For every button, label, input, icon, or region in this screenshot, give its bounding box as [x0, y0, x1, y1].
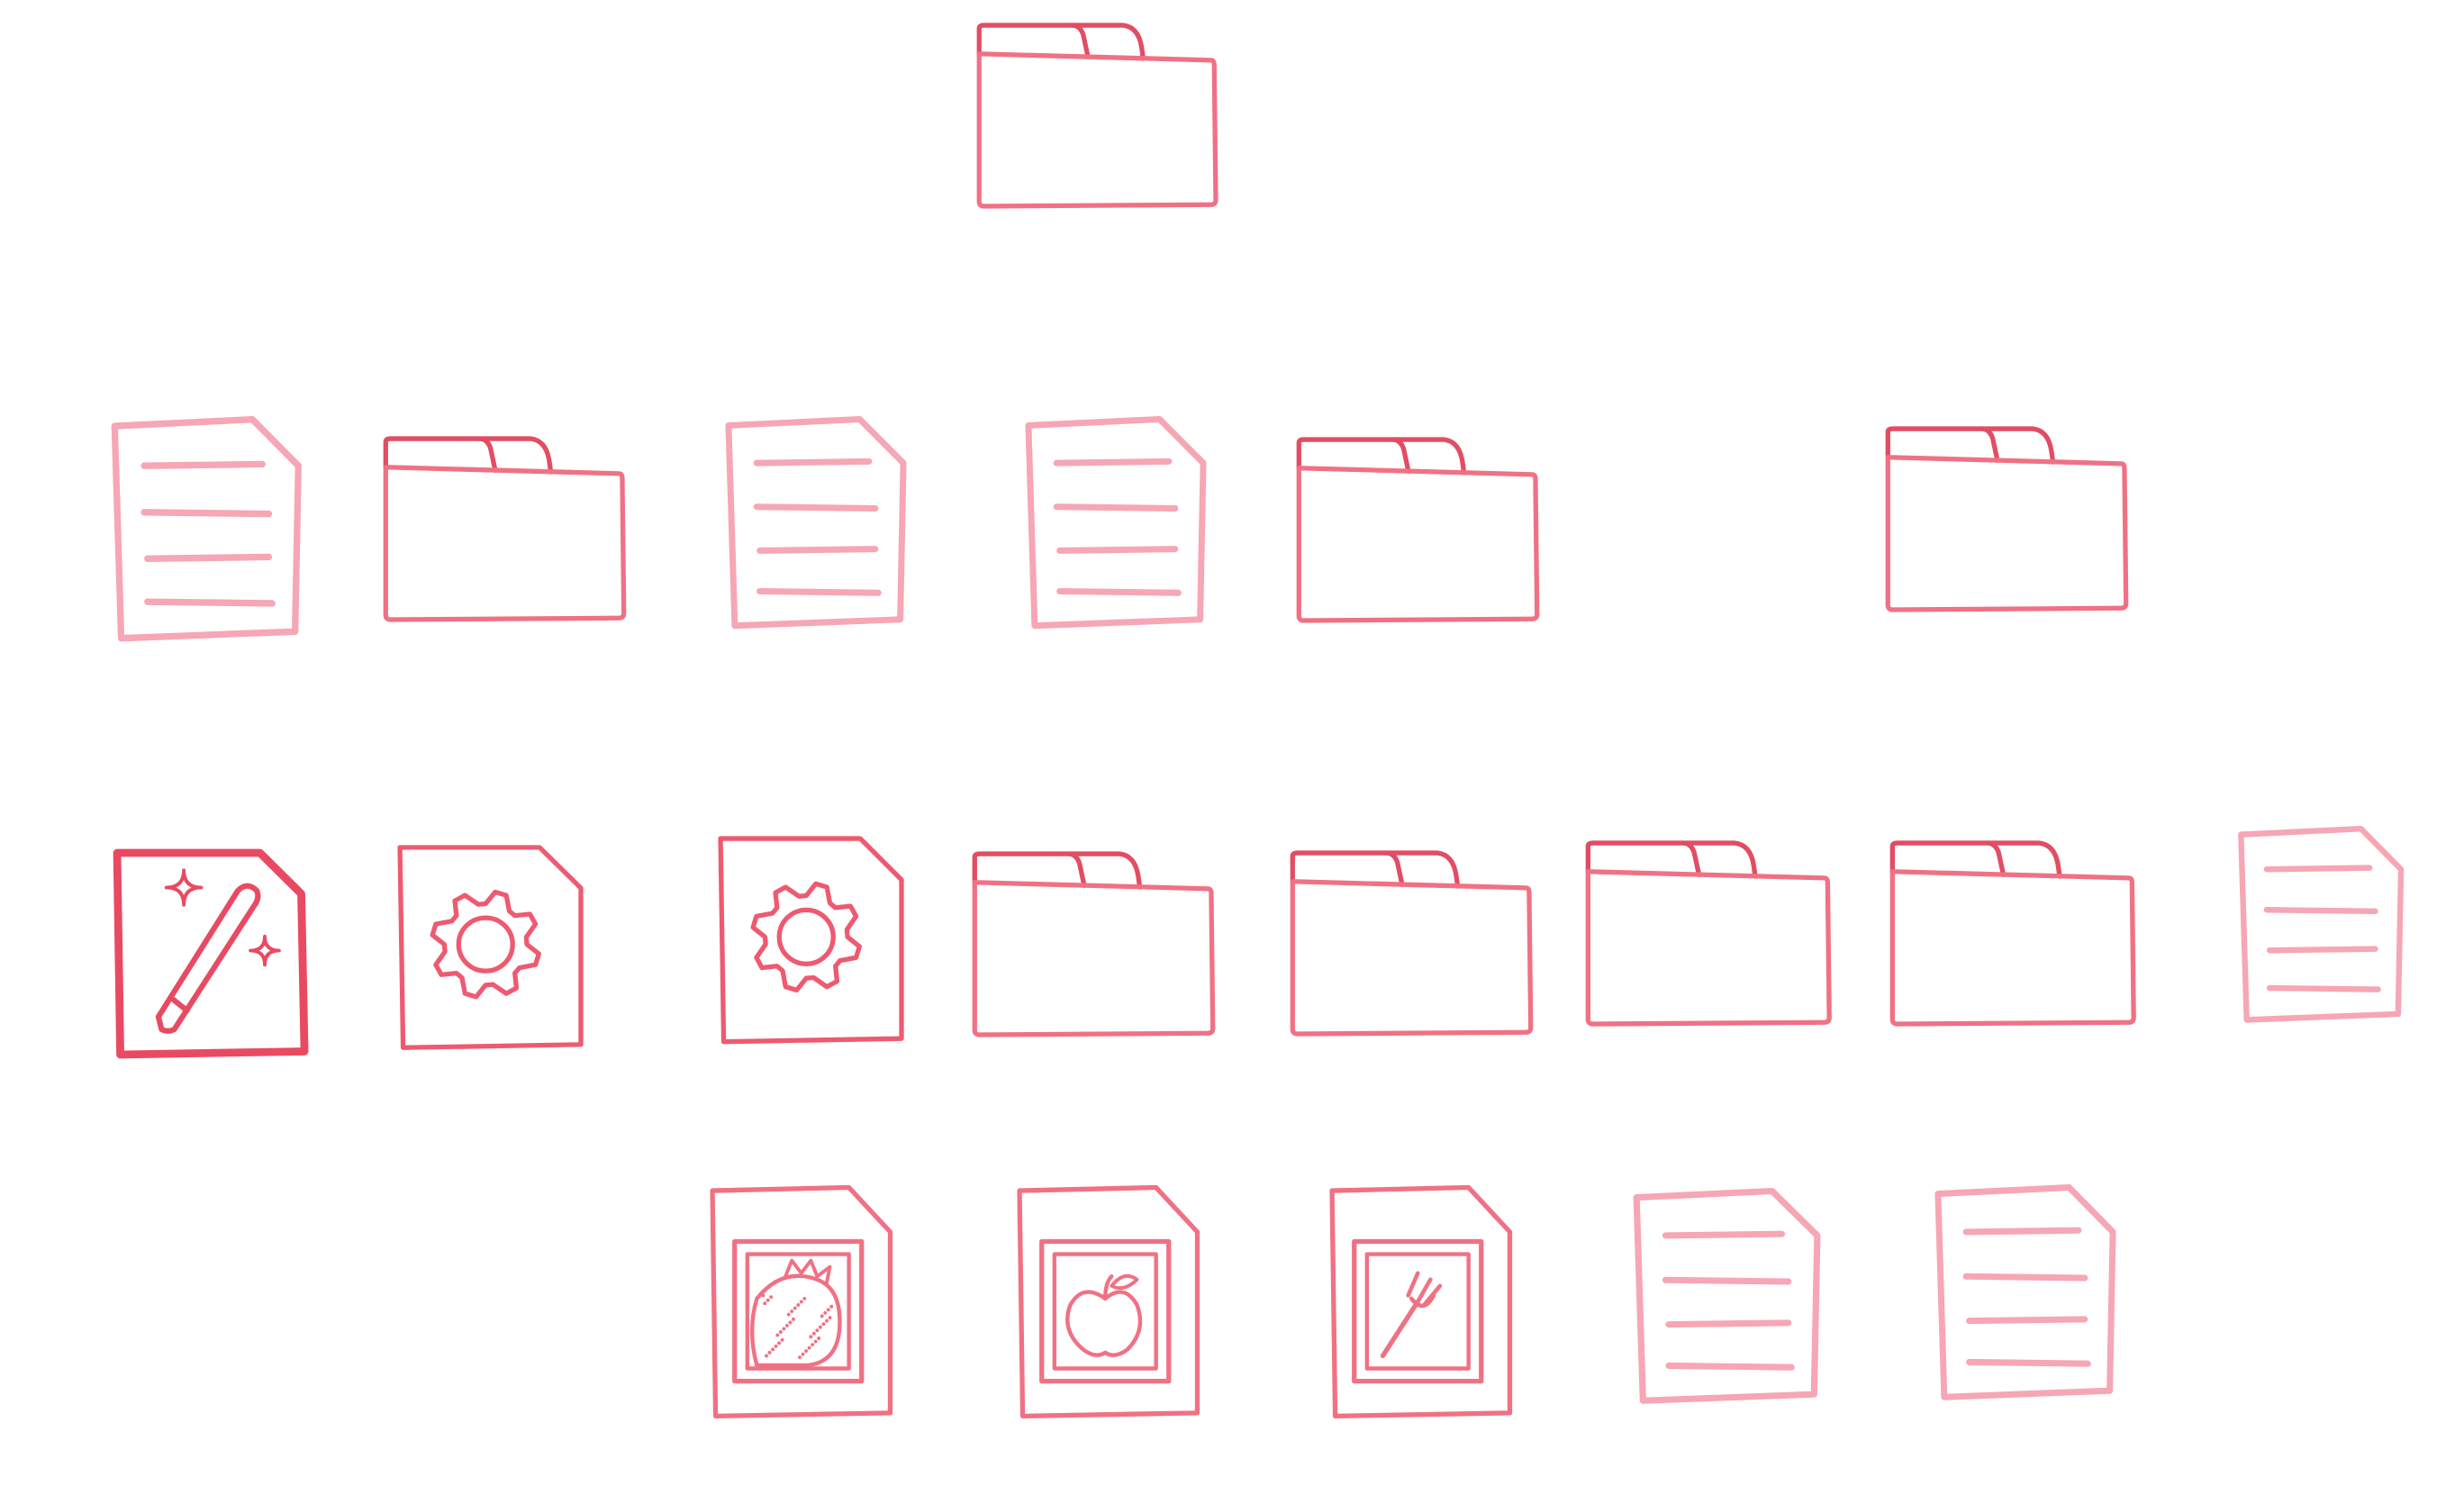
apple-image-file-outline	[1017, 1184, 1200, 1419]
fork-image-file-icon	[1329, 1184, 1513, 1419]
folder-node	[1294, 433, 1542, 627]
folder-outline	[383, 435, 627, 622]
folder-node	[1888, 837, 2139, 1030]
magic-wand-file-icon	[113, 848, 309, 1058]
document-node	[1022, 415, 1209, 630]
folder-icon	[977, 23, 1219, 209]
document-outline	[111, 415, 302, 642]
folder-outline	[1585, 840, 1832, 1027]
document-node	[108, 415, 305, 642]
document-icon	[1934, 1184, 2116, 1400]
apple-image-file-node	[1013, 1184, 1200, 1419]
folder-node	[381, 432, 629, 626]
folder-node	[1883, 422, 2131, 616]
folder-outline	[1885, 426, 2129, 612]
document-outline	[725, 415, 907, 630]
apple-image-file-icon	[1017, 1184, 1200, 1419]
folder-icon	[1296, 437, 1540, 623]
document-outline	[1025, 415, 1207, 630]
gear-file-outline	[397, 845, 584, 1051]
document-outline	[1634, 1187, 1821, 1404]
magic-file-outline	[113, 848, 309, 1058]
gear-file-outline	[718, 836, 904, 1045]
folder-icon	[1585, 840, 1832, 1027]
folder-outline	[1296, 437, 1540, 623]
document-icon	[111, 415, 302, 642]
document-icon	[1634, 1187, 1821, 1404]
folder-icon	[1889, 840, 2136, 1027]
document-outline	[1934, 1184, 2116, 1400]
document-node	[2235, 825, 2406, 1023]
folder-icon	[1885, 426, 2129, 612]
gear-file-node	[394, 841, 587, 1054]
folder-icon	[1290, 850, 1534, 1037]
strawberry-image-file-icon	[710, 1184, 893, 1419]
fork-image-file-outline	[1329, 1184, 1513, 1419]
apple-icon	[1064, 1273, 1142, 1357]
document-node	[722, 415, 910, 630]
folder-node	[970, 847, 1218, 1041]
folder-outline	[972, 851, 1216, 1038]
fork-image-file-node	[1326, 1184, 1513, 1419]
folder-outline	[977, 23, 1219, 209]
document-node	[1630, 1187, 1824, 1404]
folder-node	[1288, 847, 1535, 1040]
folder-outline	[1290, 850, 1534, 1037]
magic-wand-file-node	[111, 847, 309, 1061]
folder-outline	[1889, 840, 2136, 1027]
strawberry-icon	[750, 1258, 843, 1368]
document-icon	[2238, 825, 2405, 1023]
gear-file-icon	[397, 845, 584, 1051]
folder-node	[1583, 837, 1834, 1030]
strawberry-image-file-node	[706, 1184, 893, 1419]
folder-icon	[972, 851, 1216, 1038]
gear-file-icon	[718, 836, 904, 1045]
document-outline	[2238, 825, 2405, 1023]
fork-icon	[1380, 1271, 1443, 1359]
folder-icon	[383, 435, 627, 622]
gear-file-node	[714, 832, 908, 1048]
folder-node	[974, 19, 1220, 213]
strawberry-image-file-outline	[710, 1184, 893, 1419]
document-icon	[725, 415, 907, 630]
document-icon	[1025, 415, 1207, 630]
document-node	[1932, 1184, 2119, 1400]
